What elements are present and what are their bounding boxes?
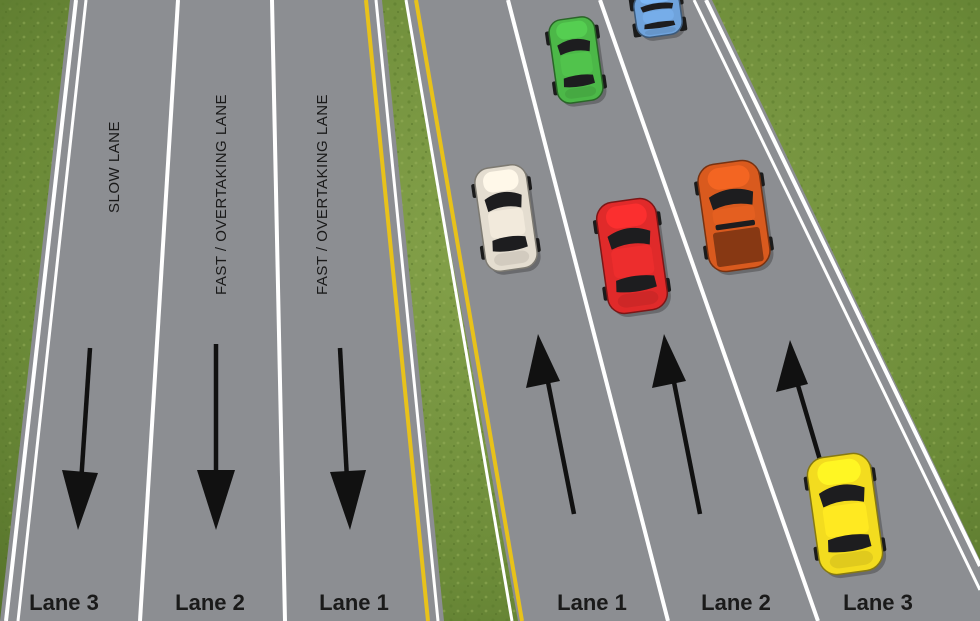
lane-sign-fast-1: FAST / OVERTAKING LANE bbox=[213, 94, 230, 295]
red-car bbox=[592, 197, 672, 317]
right-lane-label-1: Lane 1 bbox=[557, 590, 627, 615]
arrow-up-icon bbox=[652, 334, 703, 515]
lane-sign-slow: SLOW LANE bbox=[106, 121, 123, 213]
left-lane-label-3: Lane 3 bbox=[29, 590, 99, 615]
arrow-down-icon bbox=[62, 347, 98, 530]
right-inner-white-line bbox=[404, 0, 514, 621]
left-carriageway: SLOW LANE FAST / OVERTAKING LANE FAST / … bbox=[0, 0, 444, 621]
left-edge-line bbox=[4, 0, 78, 621]
blue-car bbox=[628, 0, 688, 41]
yellow-car bbox=[803, 452, 887, 579]
center-white-line bbox=[374, 0, 440, 621]
right-lane-label-3: Lane 3 bbox=[843, 590, 913, 615]
white-car bbox=[471, 164, 541, 275]
arrow-down-icon bbox=[330, 347, 366, 530]
arrow-up-icon bbox=[526, 334, 577, 515]
right-edge-line bbox=[704, 0, 980, 567]
right-lane-divider bbox=[506, 0, 670, 621]
right-inner-yellow-line bbox=[414, 0, 524, 621]
center-yellow-line bbox=[364, 0, 430, 621]
arrow-up-icon bbox=[776, 340, 823, 461]
left-edge-line-inner bbox=[16, 0, 88, 621]
left-lane-divider bbox=[138, 0, 180, 621]
cars-layer bbox=[471, 0, 887, 579]
right-lane-label-2: Lane 2 bbox=[701, 590, 771, 615]
left-road-surface bbox=[0, 0, 444, 621]
left-lane-label-1: Lane 1 bbox=[319, 590, 389, 615]
green-car bbox=[545, 16, 607, 107]
left-lane-divider bbox=[270, 0, 287, 621]
right-edge-line-inner bbox=[692, 0, 980, 591]
right-lane-divider bbox=[598, 0, 820, 621]
orange-pickup-truck bbox=[694, 159, 774, 276]
left-lane-label-2: Lane 2 bbox=[175, 590, 245, 615]
lane-sign-fast-2: FAST / OVERTAKING LANE bbox=[314, 94, 331, 295]
arrow-down-icon bbox=[197, 344, 235, 530]
